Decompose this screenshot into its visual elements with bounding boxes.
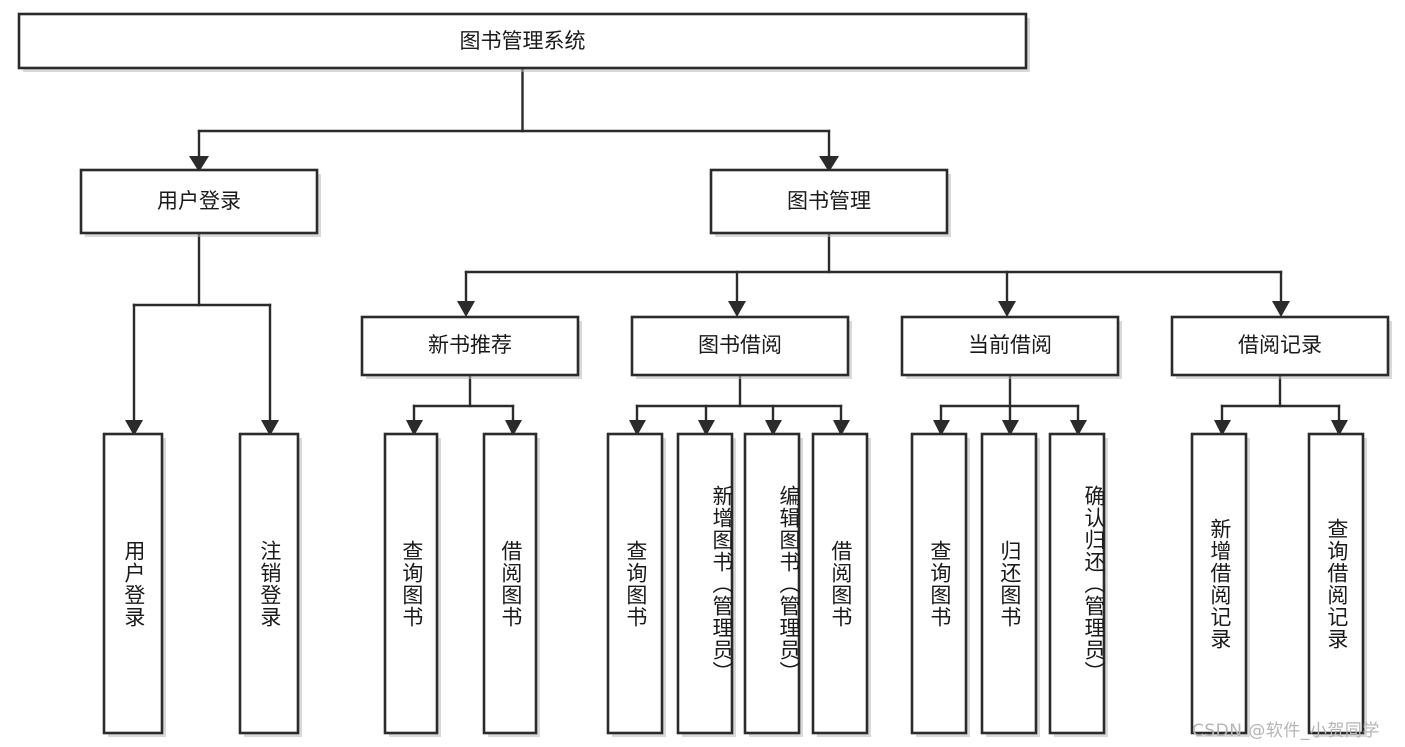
- leaf-node-user-login-login[interactable]: [102, 432, 166, 737]
- connector-layer: [132, 66, 1341, 424]
- node-rect[interactable]: [79, 168, 319, 235]
- node-book-borrow[interactable]: 图书借阅: [630, 315, 852, 379]
- arrowhead-icon: [933, 420, 950, 436]
- node-rect[interactable]: [606, 432, 664, 735]
- arrowhead-icon: [765, 420, 782, 436]
- arrowhead-icon: [819, 156, 839, 172]
- arrowhead-icon: [189, 156, 209, 172]
- arrowhead-icon: [1070, 420, 1087, 436]
- node-rect[interactable]: [1048, 432, 1106, 735]
- leaf-node-current-return[interactable]: [980, 432, 1040, 737]
- arrowhead-icon: [998, 301, 1016, 317]
- node-rect[interactable]: [900, 315, 1120, 377]
- node-label: 图书借阅: [698, 333, 782, 357]
- leaf-node-record-query[interactable]: [1307, 432, 1367, 737]
- leaf-node-current-confirm-return[interactable]: [1048, 432, 1108, 737]
- node-borrow-record[interactable]: 借阅记录: [1170, 315, 1392, 379]
- node-rect[interactable]: [743, 432, 801, 735]
- node-rect[interactable]: [811, 432, 869, 735]
- arrowhead-icon: [457, 301, 475, 317]
- node-label: 当前借阅: [968, 333, 1052, 357]
- leaf-node-borrow-add[interactable]: [676, 432, 736, 737]
- leaf-node-newbook-borrow[interactable]: [482, 432, 540, 737]
- node-rect[interactable]: [709, 168, 949, 235]
- node-rect[interactable]: [676, 432, 734, 735]
- node-rect[interactable]: [360, 315, 580, 377]
- node-rect[interactable]: [1307, 432, 1365, 735]
- arrowhead-icon: [1272, 301, 1290, 317]
- node-rect[interactable]: [17, 12, 1028, 70]
- node-current-borrow[interactable]: 当前借阅: [900, 315, 1122, 379]
- arrowhead-icon: [261, 420, 279, 436]
- arrowhead-icon: [1214, 420, 1231, 436]
- arrowhead-icon: [125, 420, 143, 436]
- node-user-login[interactable]: 用户登录: [79, 168, 321, 237]
- node-root[interactable]: 图书管理系统: [17, 12, 1030, 72]
- arrowhead-icon: [833, 420, 850, 436]
- leaf-node-newbook-query[interactable]: [383, 432, 441, 737]
- node-label: 图书管理: [787, 189, 871, 213]
- node-rect[interactable]: [482, 432, 538, 735]
- leaf-node-borrow-borrow[interactable]: [811, 432, 871, 737]
- node-label: 图书管理系统: [460, 29, 586, 53]
- arrowhead-icon: [1002, 420, 1019, 436]
- node-rect[interactable]: [383, 432, 439, 735]
- arrowhead-icon: [1331, 420, 1348, 436]
- node-rect[interactable]: [238, 432, 300, 735]
- node-rect[interactable]: [1170, 315, 1390, 377]
- node-rect[interactable]: [1190, 432, 1248, 735]
- node-book-management[interactable]: 图书管理: [709, 168, 951, 237]
- arrowhead-icon: [629, 420, 646, 436]
- node-new-book-recommend[interactable]: 新书推荐: [360, 315, 582, 379]
- arrowhead-icon: [698, 420, 715, 436]
- leaf-node-record-add[interactable]: [1190, 432, 1250, 737]
- node-label: 借阅记录: [1238, 333, 1322, 357]
- leaf-node-borrow-edit[interactable]: [743, 432, 803, 737]
- leaf-node-current-query[interactable]: [910, 432, 970, 737]
- arrowhead-layer: [125, 156, 1348, 436]
- arrowhead-icon: [728, 301, 746, 317]
- node-label: 新书推荐: [428, 333, 512, 357]
- csdn-watermark: CSDN @软件_小贺同学: [1192, 721, 1380, 741]
- arrowhead-icon: [505, 420, 522, 436]
- node-label: 用户登录: [157, 189, 241, 213]
- leaf-node-user-login-logout[interactable]: [238, 432, 302, 737]
- node-rect[interactable]: [910, 432, 968, 735]
- node-rect[interactable]: [102, 432, 164, 735]
- node-rect[interactable]: [980, 432, 1038, 735]
- arrowhead-icon: [406, 420, 423, 436]
- leaf-node-borrow-query[interactable]: [606, 432, 666, 737]
- node-rect[interactable]: [630, 315, 850, 377]
